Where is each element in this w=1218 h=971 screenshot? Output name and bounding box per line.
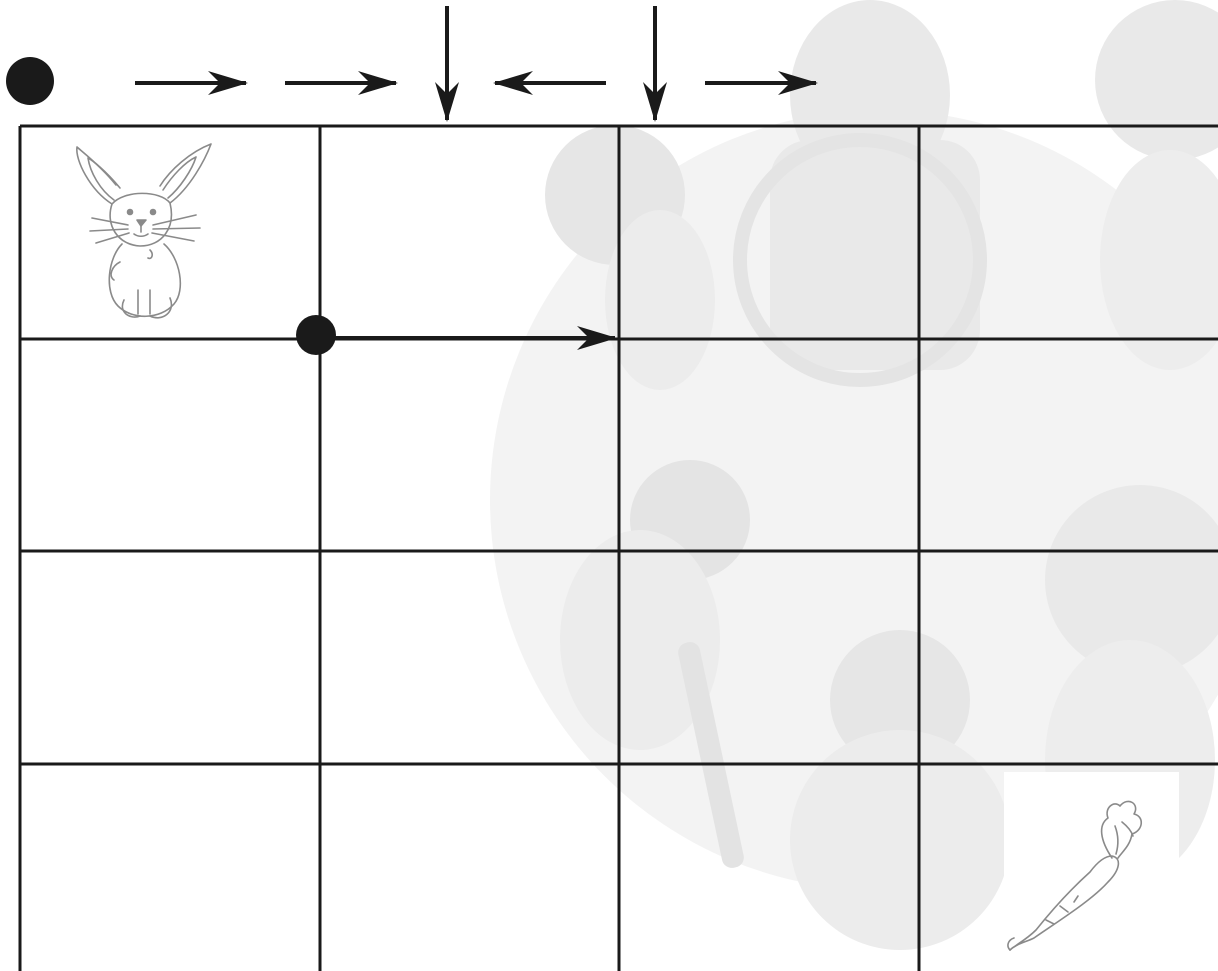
carrot-icon	[1004, 772, 1179, 968]
example-start-dot-icon	[296, 315, 336, 355]
start-dot-icon	[6, 57, 54, 105]
rabbit-icon	[77, 144, 211, 318]
move-legend	[6, 6, 816, 120]
